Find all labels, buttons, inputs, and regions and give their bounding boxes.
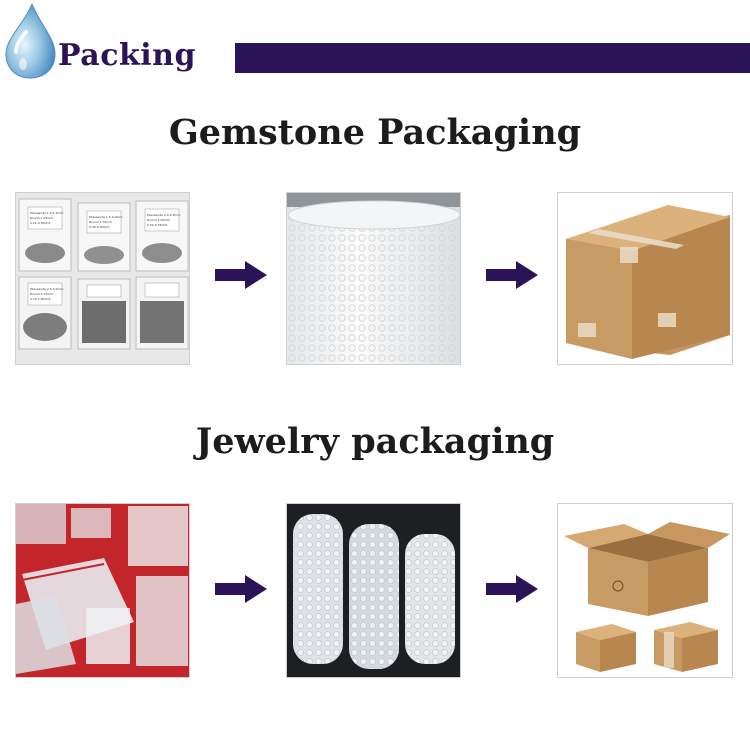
- header-title: Packing: [58, 38, 196, 73]
- bag-label: 0.75-1.00Ct/1: [30, 297, 51, 301]
- right-arrow-icon: [215, 261, 267, 289]
- plastic-bags-photo: [15, 503, 190, 678]
- bag-label: Moissanite 2.0-2.5mm: [147, 213, 180, 217]
- bag-label: Round 1.25mm: [30, 216, 53, 220]
- header-bar: [235, 43, 750, 73]
- cardboard-box-photo: [557, 192, 733, 365]
- bag-label: Moissanite 1.0-1.5mm: [30, 211, 63, 215]
- bubble-wrapped-items-photo: [286, 503, 461, 678]
- water-drop-icon: [5, 2, 56, 79]
- header: Packing: [0, 0, 750, 85]
- bag-label: 0.50-0.75Ct/1: [147, 223, 168, 227]
- bag-label: 0.21-0.30Ct/1: [30, 221, 51, 225]
- bag-label: 0.30-0.50Ct/1: [89, 225, 110, 229]
- cardboard-boxes-photo: [557, 503, 733, 678]
- right-arrow-icon: [215, 575, 267, 603]
- gemstone-sample-bags-photo: Moissanite 1.0-1.5mm Round 1.25mm 0.21-0…: [15, 192, 190, 365]
- section-title-gemstone: Gemstone Packaging: [168, 112, 582, 153]
- bag-label: Round 1.75mm: [89, 220, 112, 224]
- section-title-jewelry: Jewelry packaging: [195, 421, 555, 462]
- bubble-wrap-roll-photo: [286, 192, 461, 365]
- right-arrow-icon: [486, 261, 538, 289]
- bag-label: Moissanite 1.5-2.0mm: [89, 215, 122, 219]
- bag-label: Round 2.25mm: [147, 218, 170, 222]
- bag-label: Round 2.75mm: [30, 292, 53, 296]
- bag-label: Moissanite 2.5-3.0mm: [30, 287, 63, 291]
- right-arrow-icon: [486, 575, 538, 603]
